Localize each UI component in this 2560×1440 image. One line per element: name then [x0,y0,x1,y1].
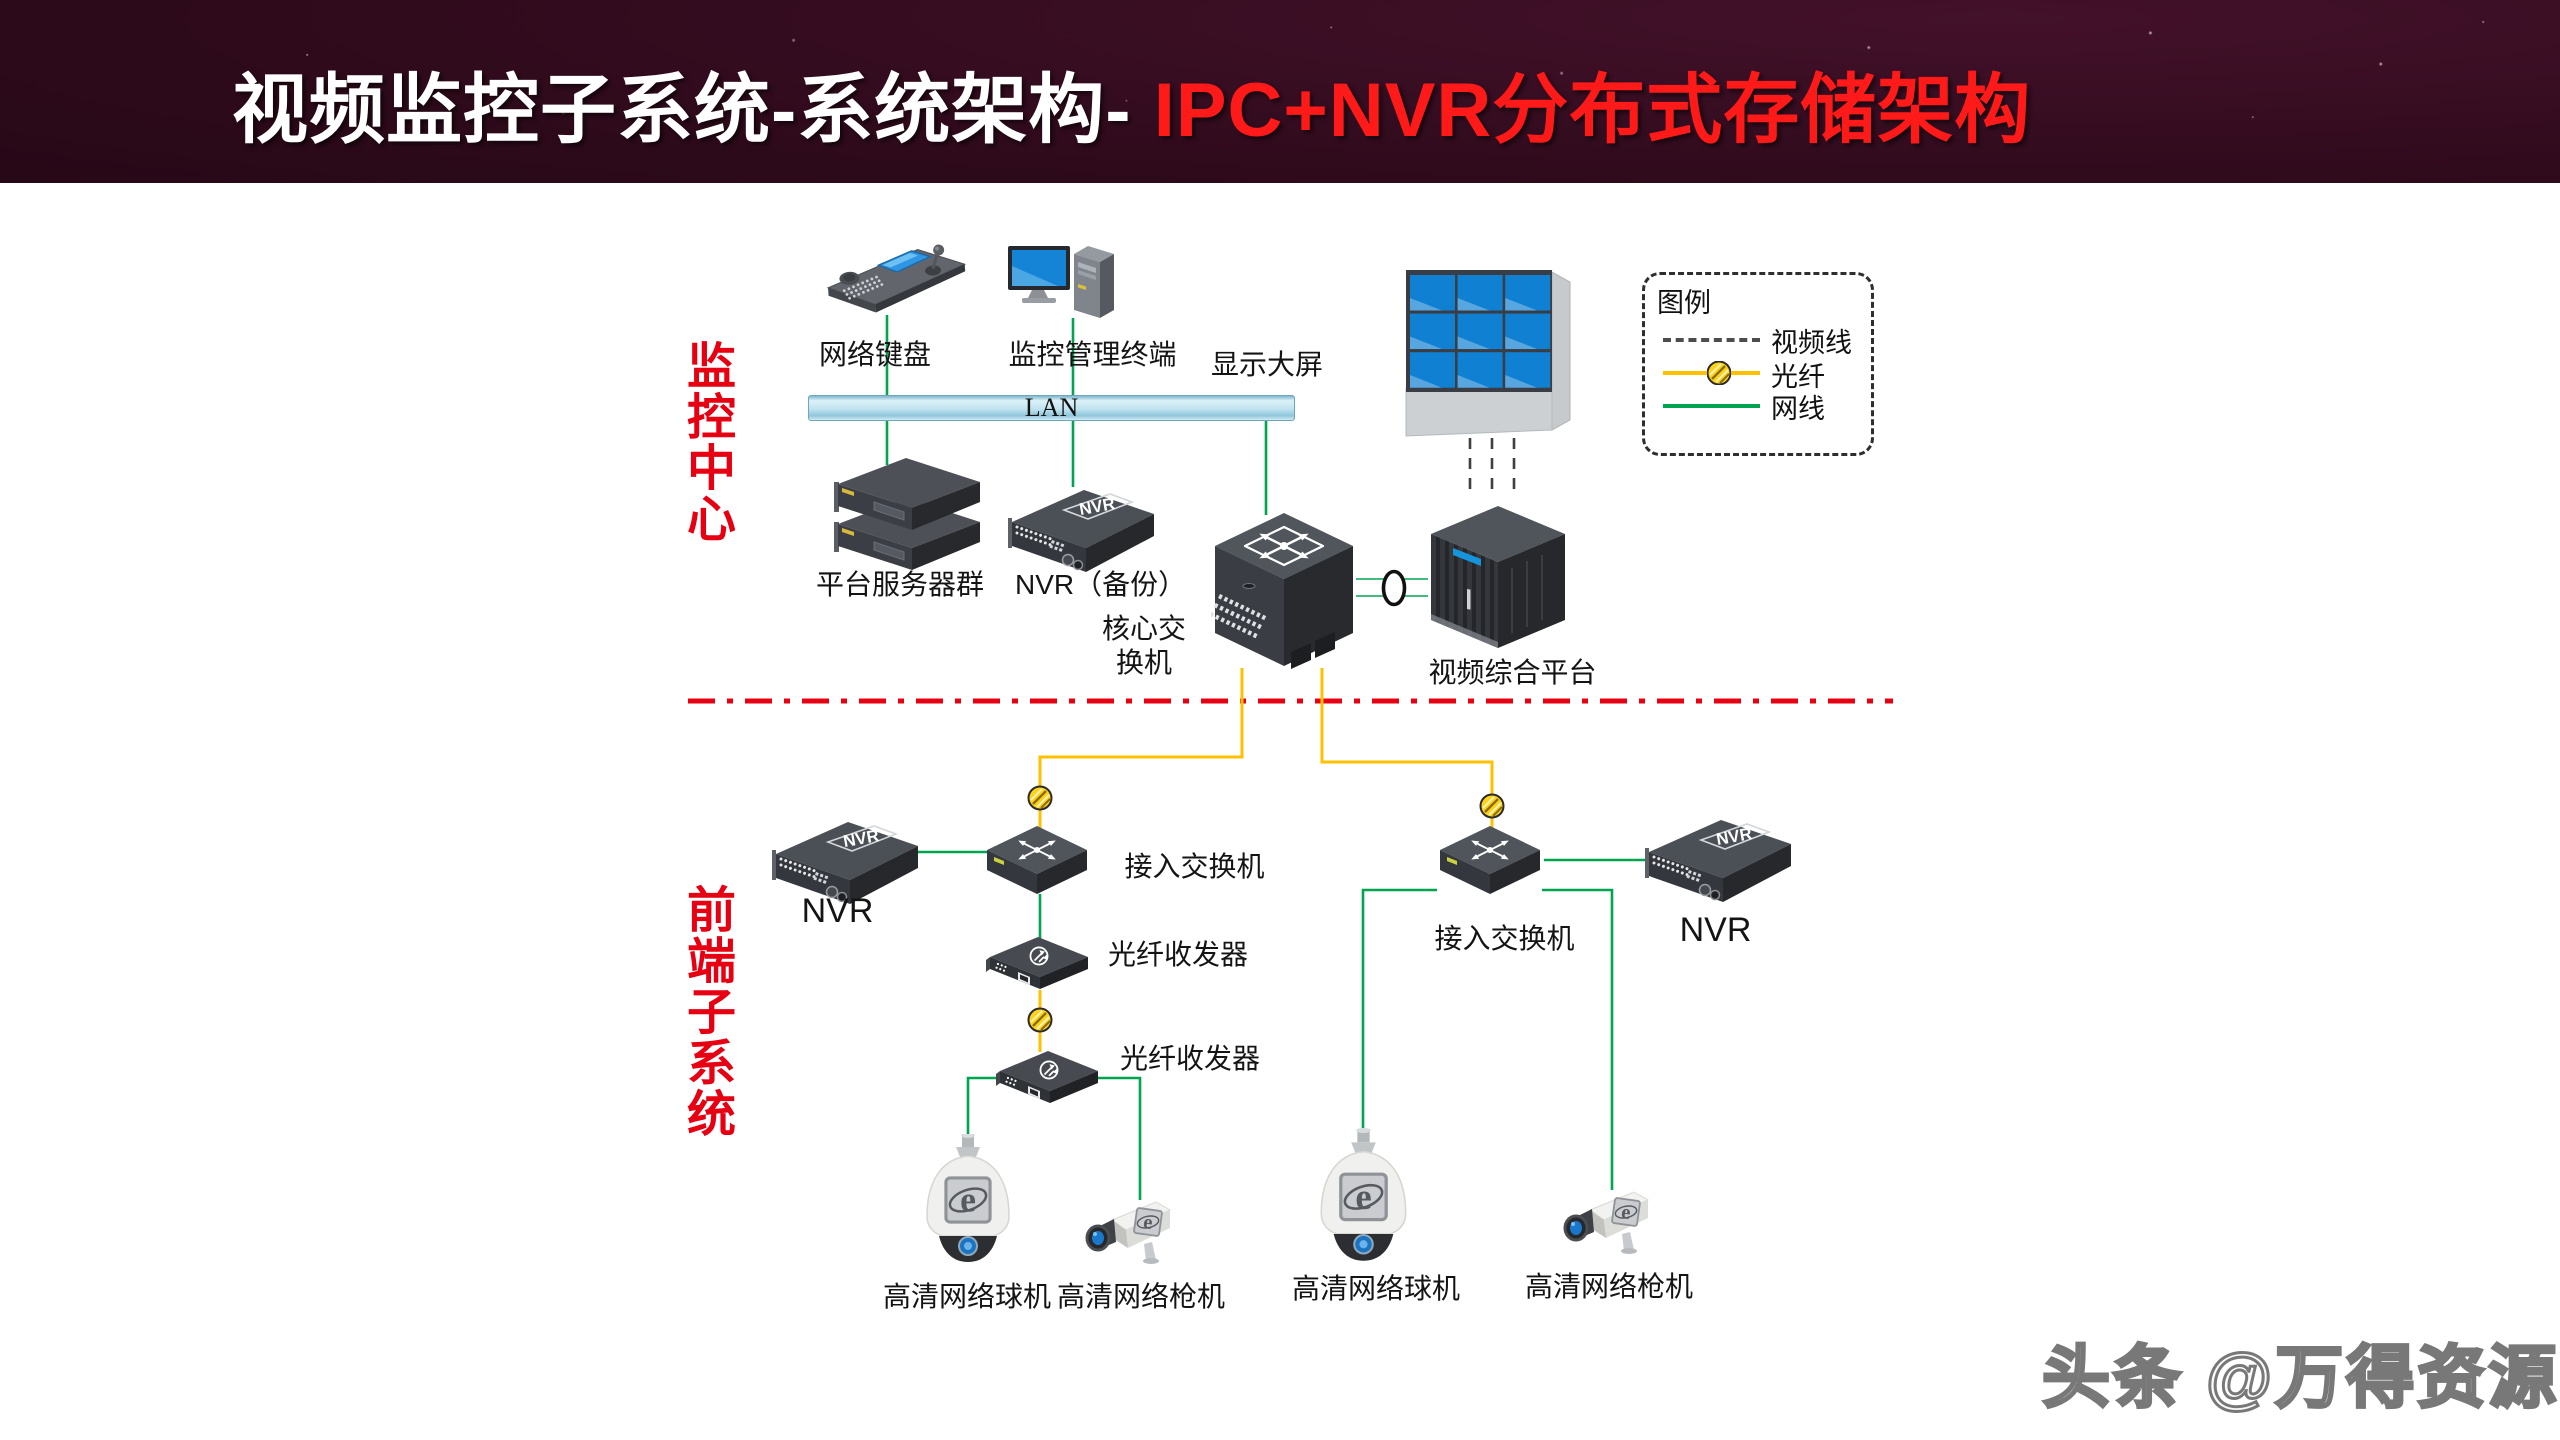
legend-fiber-label: 光纤 [1771,362,1825,392]
network-keyboard-device [822,243,972,328]
platform-servers-device [828,456,988,578]
label-platform-servers: 平台服务器群 [815,569,984,600]
rack-server-icon [834,458,980,570]
nvr-backup-device: NVR [1006,482,1158,580]
line-net-transceiver2-to-bullet-left [1098,1076,1142,1200]
core-switch-device [1211,502,1357,670]
video-platform-device [1427,498,1569,656]
access-switch-icon [1440,826,1540,894]
nvr-icon: NVR [772,822,918,904]
chassis-switch-icon [1211,513,1353,669]
label-management-terminal: 监控管理终端 [1008,339,1177,370]
legend-video-line-label: 视频线 [1771,328,1852,358]
keyboard-icon [826,244,967,313]
label-dome-camera-right: 高清网络球机 [1291,1273,1460,1304]
legend-ethernet-sample [1663,404,1760,408]
dome-camera-icon [926,1134,1010,1262]
legend-title: 图例 [1657,288,1711,318]
dome-camera-left-device [917,1134,1019,1274]
page-title-highlight: IPC+NVR分布式存储架构 [1131,68,2032,153]
nvr-left-device: NVR [770,814,922,912]
watermark: 头条 @万得资源 [2040,1339,2560,1418]
label-bullet-camera-right: 高清网络枪机 [1524,1271,1693,1302]
legend-fiber-coupler-icon [1707,361,1731,385]
fiber-coupler-mid [1027,1007,1053,1033]
transceiver-device-icon [986,937,1088,989]
blade-chassis-icon [1431,506,1565,648]
legend-box: 图例 视频线 光纤 网线 [1642,272,1874,456]
bullet-camera-icon [1085,1201,1172,1264]
page-title-main: 视频监控子系统-系统架构- [232,68,1132,153]
label-network-keyboard: 网络键盘 [818,339,931,370]
workstation-icon [1008,246,1114,318]
section-label-frontend-subsystem: 前端子系统 [680,884,734,1139]
label-nvr-left: NVR [801,892,874,930]
access-switch-left-device [984,816,1090,898]
bullet-camera-left-device [1078,1194,1178,1274]
legend-ethernet-label: 网线 [1771,394,1825,424]
label-dome-camera-left: 高清网络球机 [882,1281,1051,1312]
video-wall-icon [1405,270,1571,437]
nvr-icon: NVR [1008,490,1154,572]
nvr-right-device: NVR [1643,812,1795,910]
label-nvr-right: NVR [1679,911,1752,949]
transceiver-device-icon [996,1051,1098,1103]
label-nvr-backup: NVR（备份） [1015,569,1187,600]
fiber-coupler-left [1027,785,1053,811]
label-video-platform: 视频综合平台 [1428,657,1597,688]
fiber-transceiver-2-device [996,1046,1102,1106]
display-wall-device [1400,262,1580,442]
label-display-wall: 显示大屏 [1210,349,1323,380]
header-banner: 视频监控子系统-系统架构- IPC+NVR分布式存储架构 [0,0,2560,183]
management-terminal-device [1008,242,1118,324]
label-fiber-transceiver-2: 光纤收发器 [1119,1043,1260,1074]
dome-camera-icon [1320,1128,1407,1261]
fiber-transceiver-1-device [986,932,1092,992]
nvr-icon: NVR [1645,820,1791,902]
dome-camera-right-device [1311,1128,1416,1274]
label-bullet-camera-left: 高清网络枪机 [1056,1281,1225,1312]
line-fiber-core-to-left-access [1038,668,1244,840]
label-fiber-transceiver-1: 光纤收发器 [1107,939,1248,970]
lan-label: LAN [1024,393,1079,422]
bullet-camera-right-device [1556,1184,1656,1264]
label-access-switch-right: 接入交换机 [1434,923,1575,954]
legend-video-line-sample [1663,338,1760,342]
bullet-camera-icon [1563,1191,1650,1254]
link-aggregation-symbol [1381,569,1407,607]
lan-bus-bar: LAN [808,393,1295,422]
label-access-switch-left: 接入交换机 [1124,851,1265,882]
access-switch-right-device [1437,816,1543,898]
label-core-switch: 核心交换机 [1101,613,1186,679]
section-label-monitoring-center: 监控中心 [680,340,734,544]
access-switch-icon [987,826,1087,894]
fiber-coupler-right [1479,793,1505,819]
legend-fiber-sample [1663,361,1760,385]
page-title: 视频监控子系统-系统架构- IPC+NVR分布式存储架构 [232,48,2031,158]
